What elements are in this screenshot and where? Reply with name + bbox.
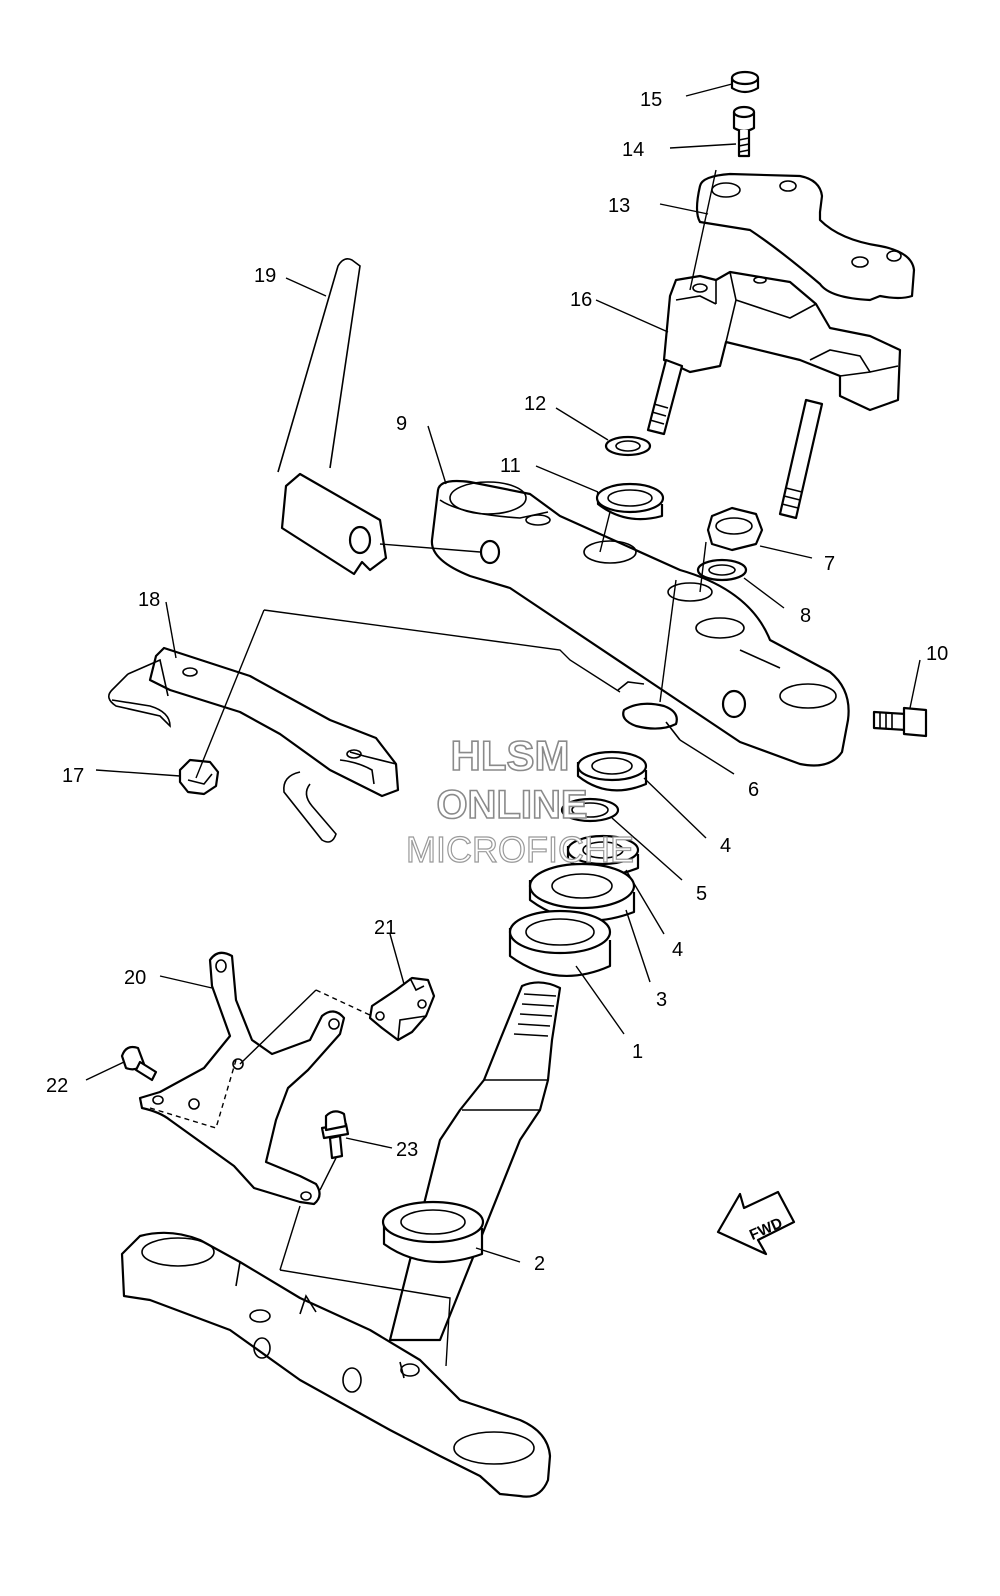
callout-19: 19: [254, 265, 276, 287]
part-23-bolt: [320, 1110, 350, 1160]
part-2-lower-bearing: [381, 1200, 485, 1264]
part-9-upper-bracket: [430, 479, 850, 767]
part-19-wire-clip: [277, 258, 388, 576]
callout-16: 16: [570, 289, 592, 311]
lower-bracket: [120, 1231, 552, 1498]
callout-20: 20: [124, 967, 146, 989]
part-8-washer: [696, 558, 748, 582]
part-14-bolt: [732, 105, 756, 158]
callout-5: 5: [696, 883, 707, 905]
callout-13: 13: [608, 195, 630, 217]
callout-1: 1: [632, 1041, 643, 1063]
callout-12: 12: [524, 393, 546, 415]
part-7-nut: [706, 506, 764, 552]
leader-lines: [85, 83, 921, 1263]
part-11-seal: [595, 482, 665, 521]
callout-17: 17: [62, 765, 84, 787]
watermark: HLSM ONLINE MICROFICHE: [405, 731, 634, 870]
part-10-bolt: [872, 706, 928, 738]
callout-15: 15: [640, 89, 662, 111]
callout-11: 11: [500, 455, 521, 477]
callout-7: 7: [824, 553, 835, 575]
part-1-bearing: [508, 909, 612, 977]
callout-23: 23: [396, 1139, 418, 1161]
callout-8: 8: [800, 605, 811, 627]
part-6-lock-washer: [617, 681, 681, 741]
fwd-arrow: FWD: [716, 1190, 796, 1256]
watermark-line-3: MICROFICHE: [406, 829, 634, 870]
watermark-line-1: HLSM: [451, 732, 570, 779]
assembly-lines: [149, 169, 717, 1367]
callout-4-upper: 4: [720, 835, 731, 857]
callout-22: 22: [46, 1075, 68, 1097]
watermark-line-2: ONLINE: [436, 783, 587, 827]
part-20-stay: [138, 951, 346, 1206]
part-22-bolt: [120, 1045, 158, 1082]
part-16-handlebar-holder: [646, 270, 902, 520]
part-21-small-bracket: [368, 976, 436, 1042]
part-17-nut: [178, 758, 220, 796]
part-4-ring-nut-upper: [576, 750, 648, 792]
callout-6: 6: [748, 779, 759, 801]
callout-4-lower: 4: [672, 939, 683, 961]
part-5-washer: [560, 797, 620, 823]
part-3-bearing-cover: [528, 862, 636, 922]
callout-10: 10: [926, 643, 948, 665]
part-15-cap: [730, 70, 760, 94]
part-12-washer: [604, 435, 652, 457]
steering-stem: [388, 981, 562, 1342]
callout-3: 3: [656, 989, 667, 1011]
callout-labels: 15 14 13 16 19 12 9 11 7 8 18 10 6 17 4 …: [46, 89, 948, 1275]
callout-9: 9: [396, 413, 407, 435]
callout-2: 2: [534, 1253, 545, 1275]
part-18-bracket: [108, 646, 400, 843]
callout-14: 14: [622, 139, 644, 161]
callout-21: 21: [374, 917, 396, 939]
callout-18: 18: [138, 589, 160, 611]
